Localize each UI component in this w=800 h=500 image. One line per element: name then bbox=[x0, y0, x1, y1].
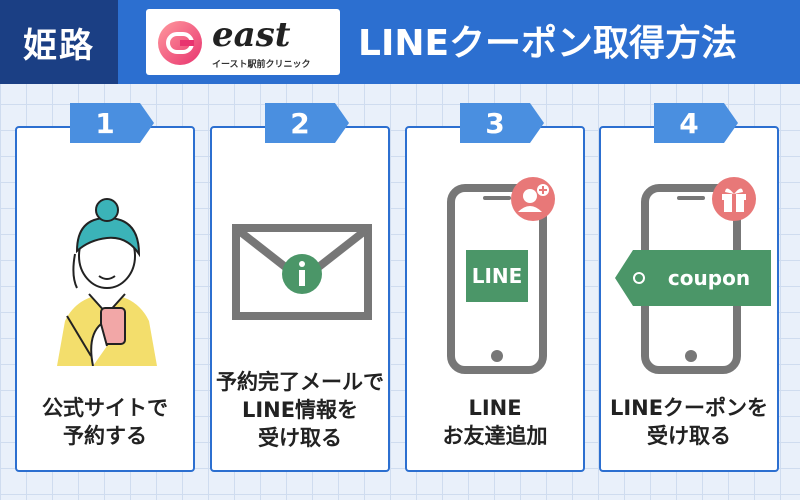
step-3-label: LINE お友達追加 bbox=[442, 396, 548, 448]
step-number-4: 4 bbox=[679, 106, 699, 140]
header-bar: 姫路 east イースト駅前クリニック LINEクーポン取得方法 bbox=[0, 0, 800, 84]
step-card-1: 公式サイトで 予約する bbox=[15, 126, 195, 472]
gift-icon bbox=[712, 177, 756, 221]
woman-with-phone-icon bbox=[57, 198, 157, 366]
step-4-label: LINEクーポンを 受け取る bbox=[609, 396, 769, 448]
step-number-2: 2 bbox=[290, 106, 310, 140]
coupon-label: coupon bbox=[667, 266, 751, 290]
logo-name: east bbox=[212, 15, 291, 55]
clinic-logo: east イースト駅前クリニック bbox=[146, 9, 340, 75]
step-number-3: 3 bbox=[485, 106, 505, 140]
logo-subtitle: イースト駅前クリニック bbox=[212, 60, 311, 70]
step-number-1: 1 bbox=[95, 106, 115, 140]
line-screen-label: LINE bbox=[466, 250, 528, 302]
step-1-label: 公式サイトで 予約する bbox=[42, 396, 168, 448]
phone-icon bbox=[447, 184, 547, 374]
area-label: 姫路 bbox=[0, 0, 118, 84]
envelope-icon bbox=[232, 224, 372, 320]
step-card-3: LINE LINE お友達追加 bbox=[405, 126, 585, 472]
step-card-4: coupon LINEクーポンを 受け取る bbox=[599, 126, 779, 472]
step-badge-1: 1 bbox=[70, 103, 154, 143]
page-title: LINEクーポン取得方法 bbox=[358, 23, 738, 64]
step-badge-3: 3 bbox=[460, 103, 544, 143]
step-badge-4: 4 bbox=[654, 103, 738, 143]
logo-mark-icon bbox=[158, 21, 202, 65]
step-badge-2: 2 bbox=[265, 103, 349, 143]
step-2-label: 予約完了メールで LINE情報を 受け取る bbox=[216, 370, 384, 450]
add-friend-icon bbox=[511, 177, 555, 221]
coupon-tag-icon bbox=[615, 250, 771, 306]
step-card-2: 予約完了メールで LINE情報を 受け取る bbox=[210, 126, 390, 472]
